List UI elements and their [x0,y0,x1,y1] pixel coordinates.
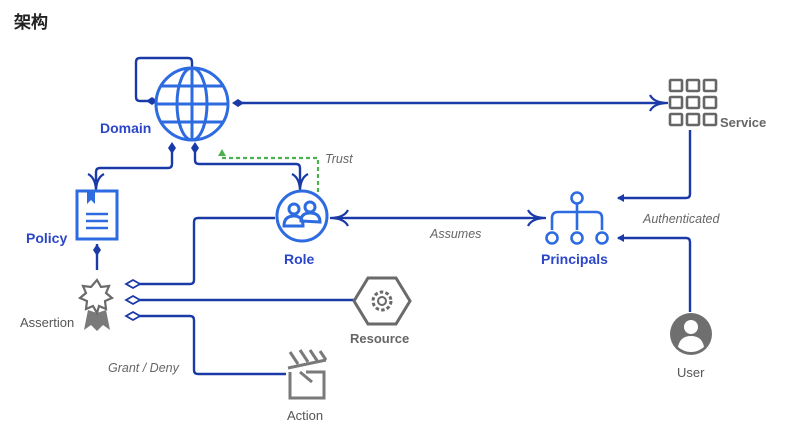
document-icon [75,189,119,241]
gear-icon [352,276,412,326]
label-action: Action [287,408,324,423]
edge-service-principals [617,130,692,202]
diamond-domain-policy [168,142,176,154]
label-role: Role [284,251,315,267]
fork-service [649,94,669,112]
label-grant-deny: Grant / Deny [108,361,179,375]
hierarchy-icon [545,191,609,245]
users-icon [275,189,329,243]
diamond-assertion-3 [124,310,142,322]
edge-assertion-role [138,216,275,286]
label-assumes: Assumes [430,227,482,241]
label-principals: Principals [541,251,608,267]
domain-self-loop [134,56,194,103]
badge-icon [77,278,115,331]
page-title: 架构 [14,13,48,33]
edge-user-principals [617,234,692,312]
edge-assertion-action [138,314,286,376]
diamond-assertion-2 [124,294,142,306]
clapperboard-icon [287,349,328,400]
diamond-policy [93,244,101,256]
diamond-assertion-1 [124,278,142,290]
diamond-domain-right [232,99,244,107]
edge-trust [218,149,320,192]
edge-domain-role [193,148,302,180]
label-domain: Domain [100,120,152,136]
label-authenticated: Authenticated [643,212,720,226]
label-trust: Trust [325,152,353,166]
label-resource: Resource [350,331,410,346]
label-service: Service [720,115,767,130]
diamond-domain-role [191,142,199,154]
label-assertion: Assertion [20,315,75,330]
edge-domain-policy [94,148,174,180]
fork-role-right [329,209,349,227]
label-user: User [677,365,705,380]
fork-principals-left [527,209,547,227]
globe-icon [154,66,230,142]
user-icon [670,313,712,355]
label-policy: Policy [26,230,68,246]
grid-icon [668,78,718,127]
